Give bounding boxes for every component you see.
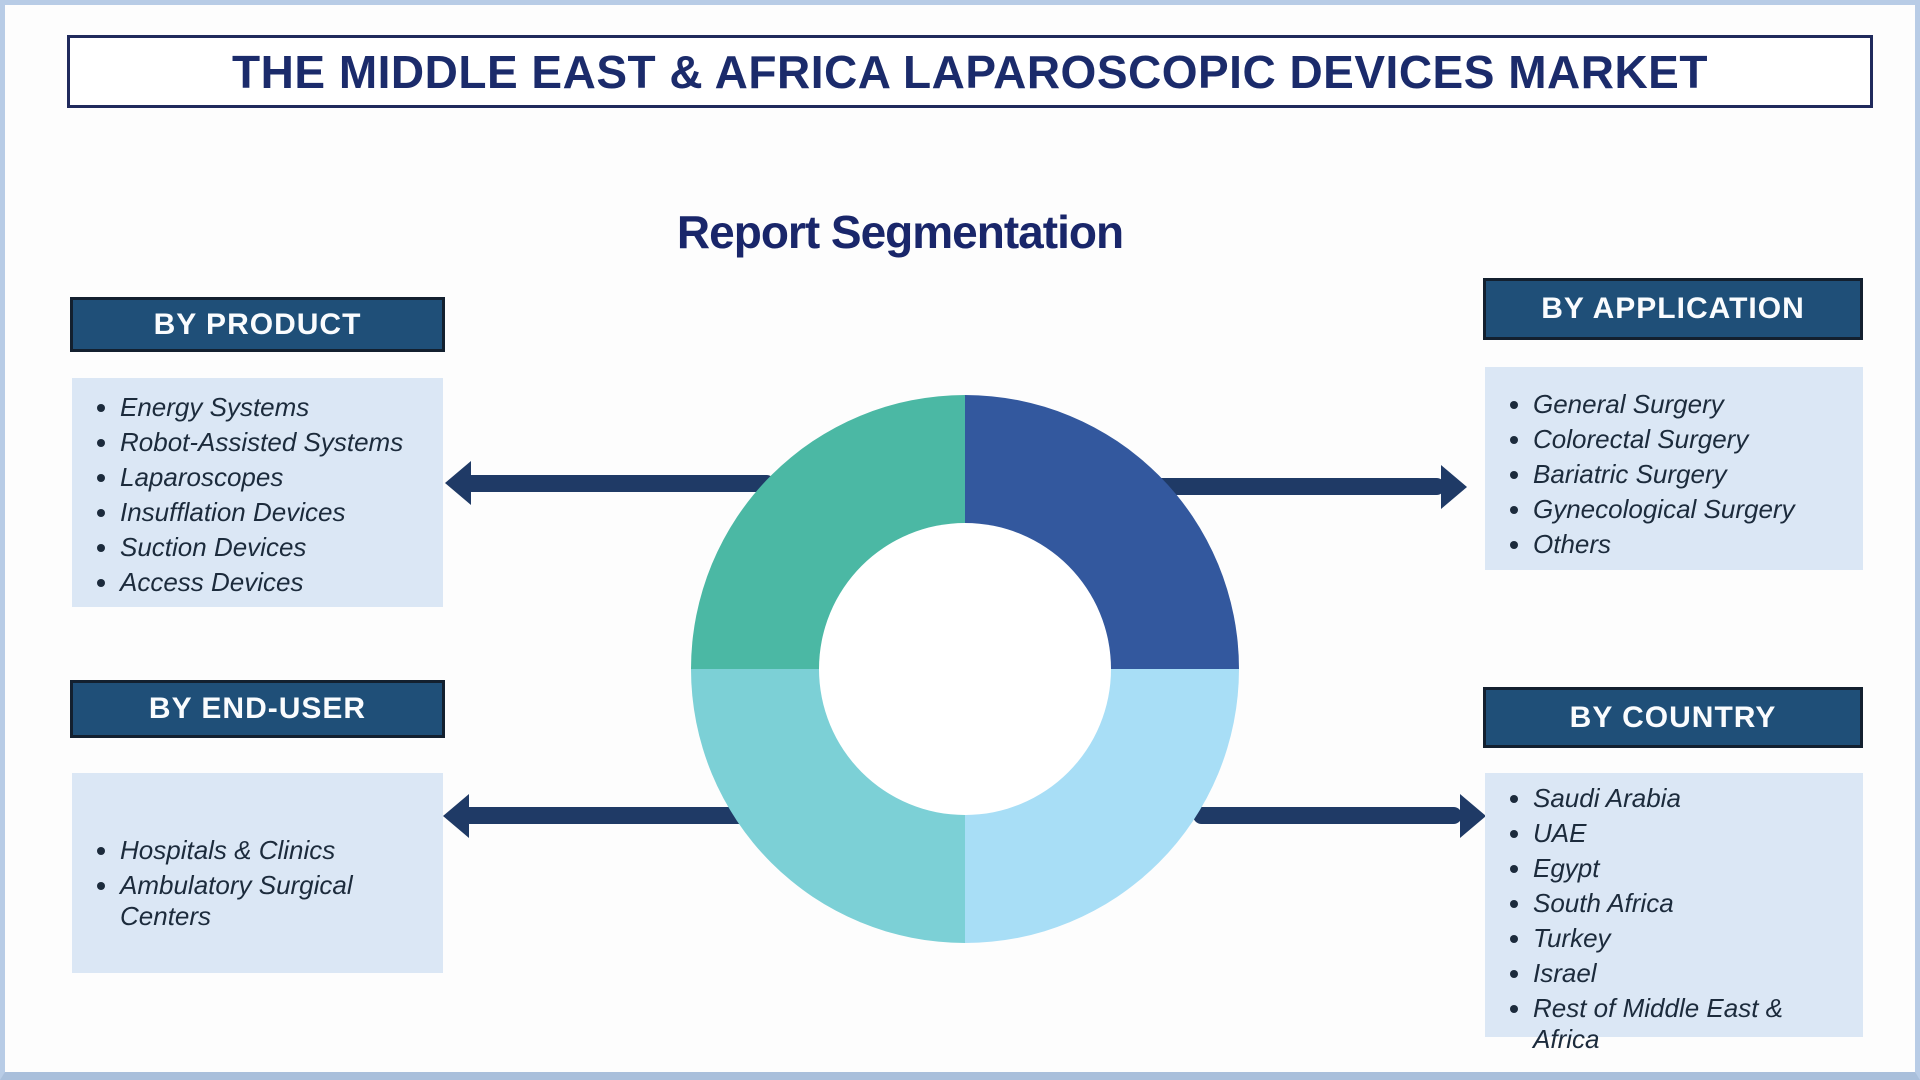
list-item: UAE [1533,818,1855,849]
list-item: Saudi Arabia [1533,783,1855,814]
list-item: Insufflation Devices [120,497,435,528]
list-item: Access Devices [120,567,435,598]
arrow-head-left-icon [445,461,471,505]
by-product-header-label: BY PRODUCT [153,307,362,341]
by-end-user-header-label: BY END-USER [148,692,367,725]
arrow-shaft [463,475,775,492]
list-item: South Africa [1533,888,1855,919]
donut-hole [819,523,1111,815]
list-item: Turkey [1533,923,1855,954]
by-application-header-label: BY APPLICATION [1541,292,1805,325]
list-item: Energy Systems [120,392,435,423]
by-application-list-box: General SurgeryColorectal SurgeryBariatr… [1485,367,1863,570]
list-item: Hospitals & Clinics [120,835,435,866]
list-item: General Surgery [1533,389,1855,420]
by-application-list: General SurgeryColorectal SurgeryBariatr… [1485,367,1863,560]
list-item: Israel [1533,958,1855,989]
by-country-header: BY COUNTRY [1483,687,1863,748]
by-country-list: Saudi ArabiaUAE EgyptSouth AfricaTurkeyIs… [1485,773,1863,1055]
arrow-shaft [1193,807,1462,824]
arrow-head-right-icon [1460,794,1486,838]
title-banner: THE MIDDLE EAST & AFRICA LAPAROSCOPIC DE… [67,35,1873,108]
by-end-user-list-box: Hospitals & ClinicsAmbulatory Surgical C… [72,773,443,973]
list-item: Colorectal Surgery [1533,424,1855,455]
list-item: Suction Devices [120,532,435,563]
by-country-list-box: Saudi ArabiaUAE EgyptSouth AfricaTurkeyIs… [1485,773,1863,1054]
by-country-header-label: BY COUNTRY [1569,700,1777,734]
by-product-list: Energy SystemsRobot-Assisted SystemsLapa… [72,378,443,598]
list-item: Rest of Middle East & Africa [1533,993,1855,1055]
list-item: Gynecological Surgery [1533,494,1855,525]
list-item: Robot-Assisted Systems [120,427,435,458]
list-item: Egypt [1533,853,1855,884]
arrow-shaft [461,807,747,824]
by-product-list-box: Energy SystemsRobot-Assisted SystemsLapa… [72,378,443,607]
arrow-shaft [1153,478,1445,495]
list-item: Laparoscopes [120,462,435,493]
by-end-user-header: BY END-USER [70,680,445,738]
by-end-user-list: Hospitals & ClinicsAmbulatory Surgical C… [72,773,443,932]
by-application-header: BY APPLICATION [1483,278,1863,340]
arrow-head-left-icon [443,794,469,838]
arrow-head-right-icon [1441,465,1467,509]
segmentation-donut-chart [691,395,1239,943]
page-title: THE MIDDLE EAST & AFRICA LAPAROSCOPIC DE… [232,45,1708,98]
list-item: Others [1533,529,1855,560]
subtitle-report-segmentation: Report Segmentation [676,206,1124,258]
list-item: Ambulatory Surgical Centers [120,870,435,932]
by-product-header: BY PRODUCT [70,297,445,352]
list-item: Bariatric Surgery [1533,459,1855,490]
